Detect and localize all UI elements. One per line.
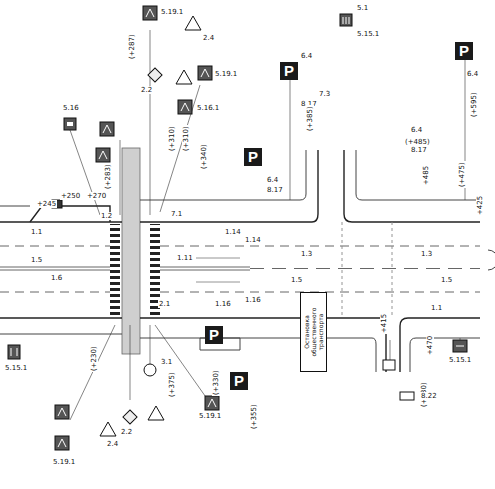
callout-number: 8.17 — [266, 186, 284, 194]
callout-number: 1.11 — [176, 254, 194, 262]
callout-number: 5.15.1 — [4, 364, 28, 372]
callout-number: 5.16.1 — [196, 104, 220, 112]
parking-sign: P — [230, 372, 248, 390]
callout-number: 3.1 — [160, 358, 173, 366]
callout-number: (+355) — [250, 403, 258, 430]
callout-number: 2.4 — [106, 440, 119, 448]
callout-number: (+283) — [104, 163, 112, 190]
callout-number: (+310) — [182, 125, 190, 152]
info-plate: Остановка общественного транспорта — [300, 292, 327, 372]
callout-number: +270 — [86, 192, 107, 200]
sign-letter: P — [230, 372, 248, 390]
callout-number: +470 — [426, 335, 434, 356]
callout-number: (+330) — [212, 369, 220, 396]
callout-number: 1.14 — [224, 228, 242, 236]
callout-number: 8.22 — [420, 392, 438, 400]
callout-number: 5.1 — [356, 4, 369, 12]
parking-sign: P — [455, 42, 473, 60]
callout-number: (+475) — [458, 161, 466, 188]
callout-number: 2.4 — [202, 34, 215, 42]
callout-number: (+485) — [404, 138, 431, 146]
callout-number: +485 — [422, 165, 430, 186]
callout-number: (+287) — [128, 33, 136, 60]
callout-number: 5.19.1 — [198, 412, 222, 420]
callout-number: 1.6 — [50, 274, 63, 282]
callout-number: +245 — [36, 200, 57, 208]
callout-number: +250 — [60, 192, 81, 200]
callout-number: 1.1 — [30, 228, 43, 236]
callout-number: (+375) — [168, 371, 176, 398]
parking-sign: P — [244, 148, 262, 166]
callout-number: 2.2 — [120, 428, 133, 436]
callout-number: 2.1 — [158, 300, 171, 308]
callout-number: 1.5 — [290, 276, 303, 284]
parking-sign: P — [205, 326, 223, 344]
callout-number: (+340) — [200, 143, 208, 170]
callout-number: 7.1 — [170, 210, 183, 218]
callout-number: 5.19.1 — [52, 458, 76, 466]
callout-number: (+230) — [90, 345, 98, 372]
sign-letter: P — [244, 148, 262, 166]
plate-text: Остановка общественного транспорта — [303, 295, 324, 369]
callout-number: 1.16 — [244, 296, 262, 304]
callout-number: (+385) — [306, 105, 314, 132]
sign-letter: P — [455, 42, 473, 60]
callout-number: 6.4 — [466, 70, 479, 78]
callout-number: 8.17 — [410, 146, 428, 154]
callout-number: 1.2 — [100, 212, 113, 220]
sign-letter: P — [280, 62, 298, 80]
callout-number: 6.4 — [300, 52, 313, 60]
callout-number: +425 — [476, 195, 484, 216]
callout-number: 1.5 — [440, 276, 453, 284]
callout-number: 1.5 — [30, 256, 43, 264]
parking-sign: P — [280, 62, 298, 80]
callout-number: (+595) — [470, 91, 478, 118]
sign-letter: P — [205, 326, 223, 344]
callout-number: 1.16 — [214, 300, 232, 308]
callout-number: 5.15.1 — [448, 356, 472, 364]
callout-number: 2.2 — [140, 86, 153, 94]
callout-number: +415 — [380, 313, 388, 334]
callout-number: 5.16 — [62, 104, 80, 112]
callout-number: 1.1 — [430, 304, 443, 312]
callout-number: 1.3 — [300, 250, 313, 258]
callout-number: 6.4 — [266, 176, 279, 184]
callout-number: 5.19.1 — [160, 8, 184, 16]
callout-number: 5.19.1 — [214, 70, 238, 78]
callout-number: 1.14 — [244, 236, 262, 244]
callout-number: 6.4 — [410, 126, 423, 134]
callout-number: 1.3 — [420, 250, 433, 258]
callout-number: 7.3 — [318, 90, 331, 98]
callout-number: (+310) — [168, 125, 176, 152]
callout-number: 5.15.1 — [356, 30, 380, 38]
